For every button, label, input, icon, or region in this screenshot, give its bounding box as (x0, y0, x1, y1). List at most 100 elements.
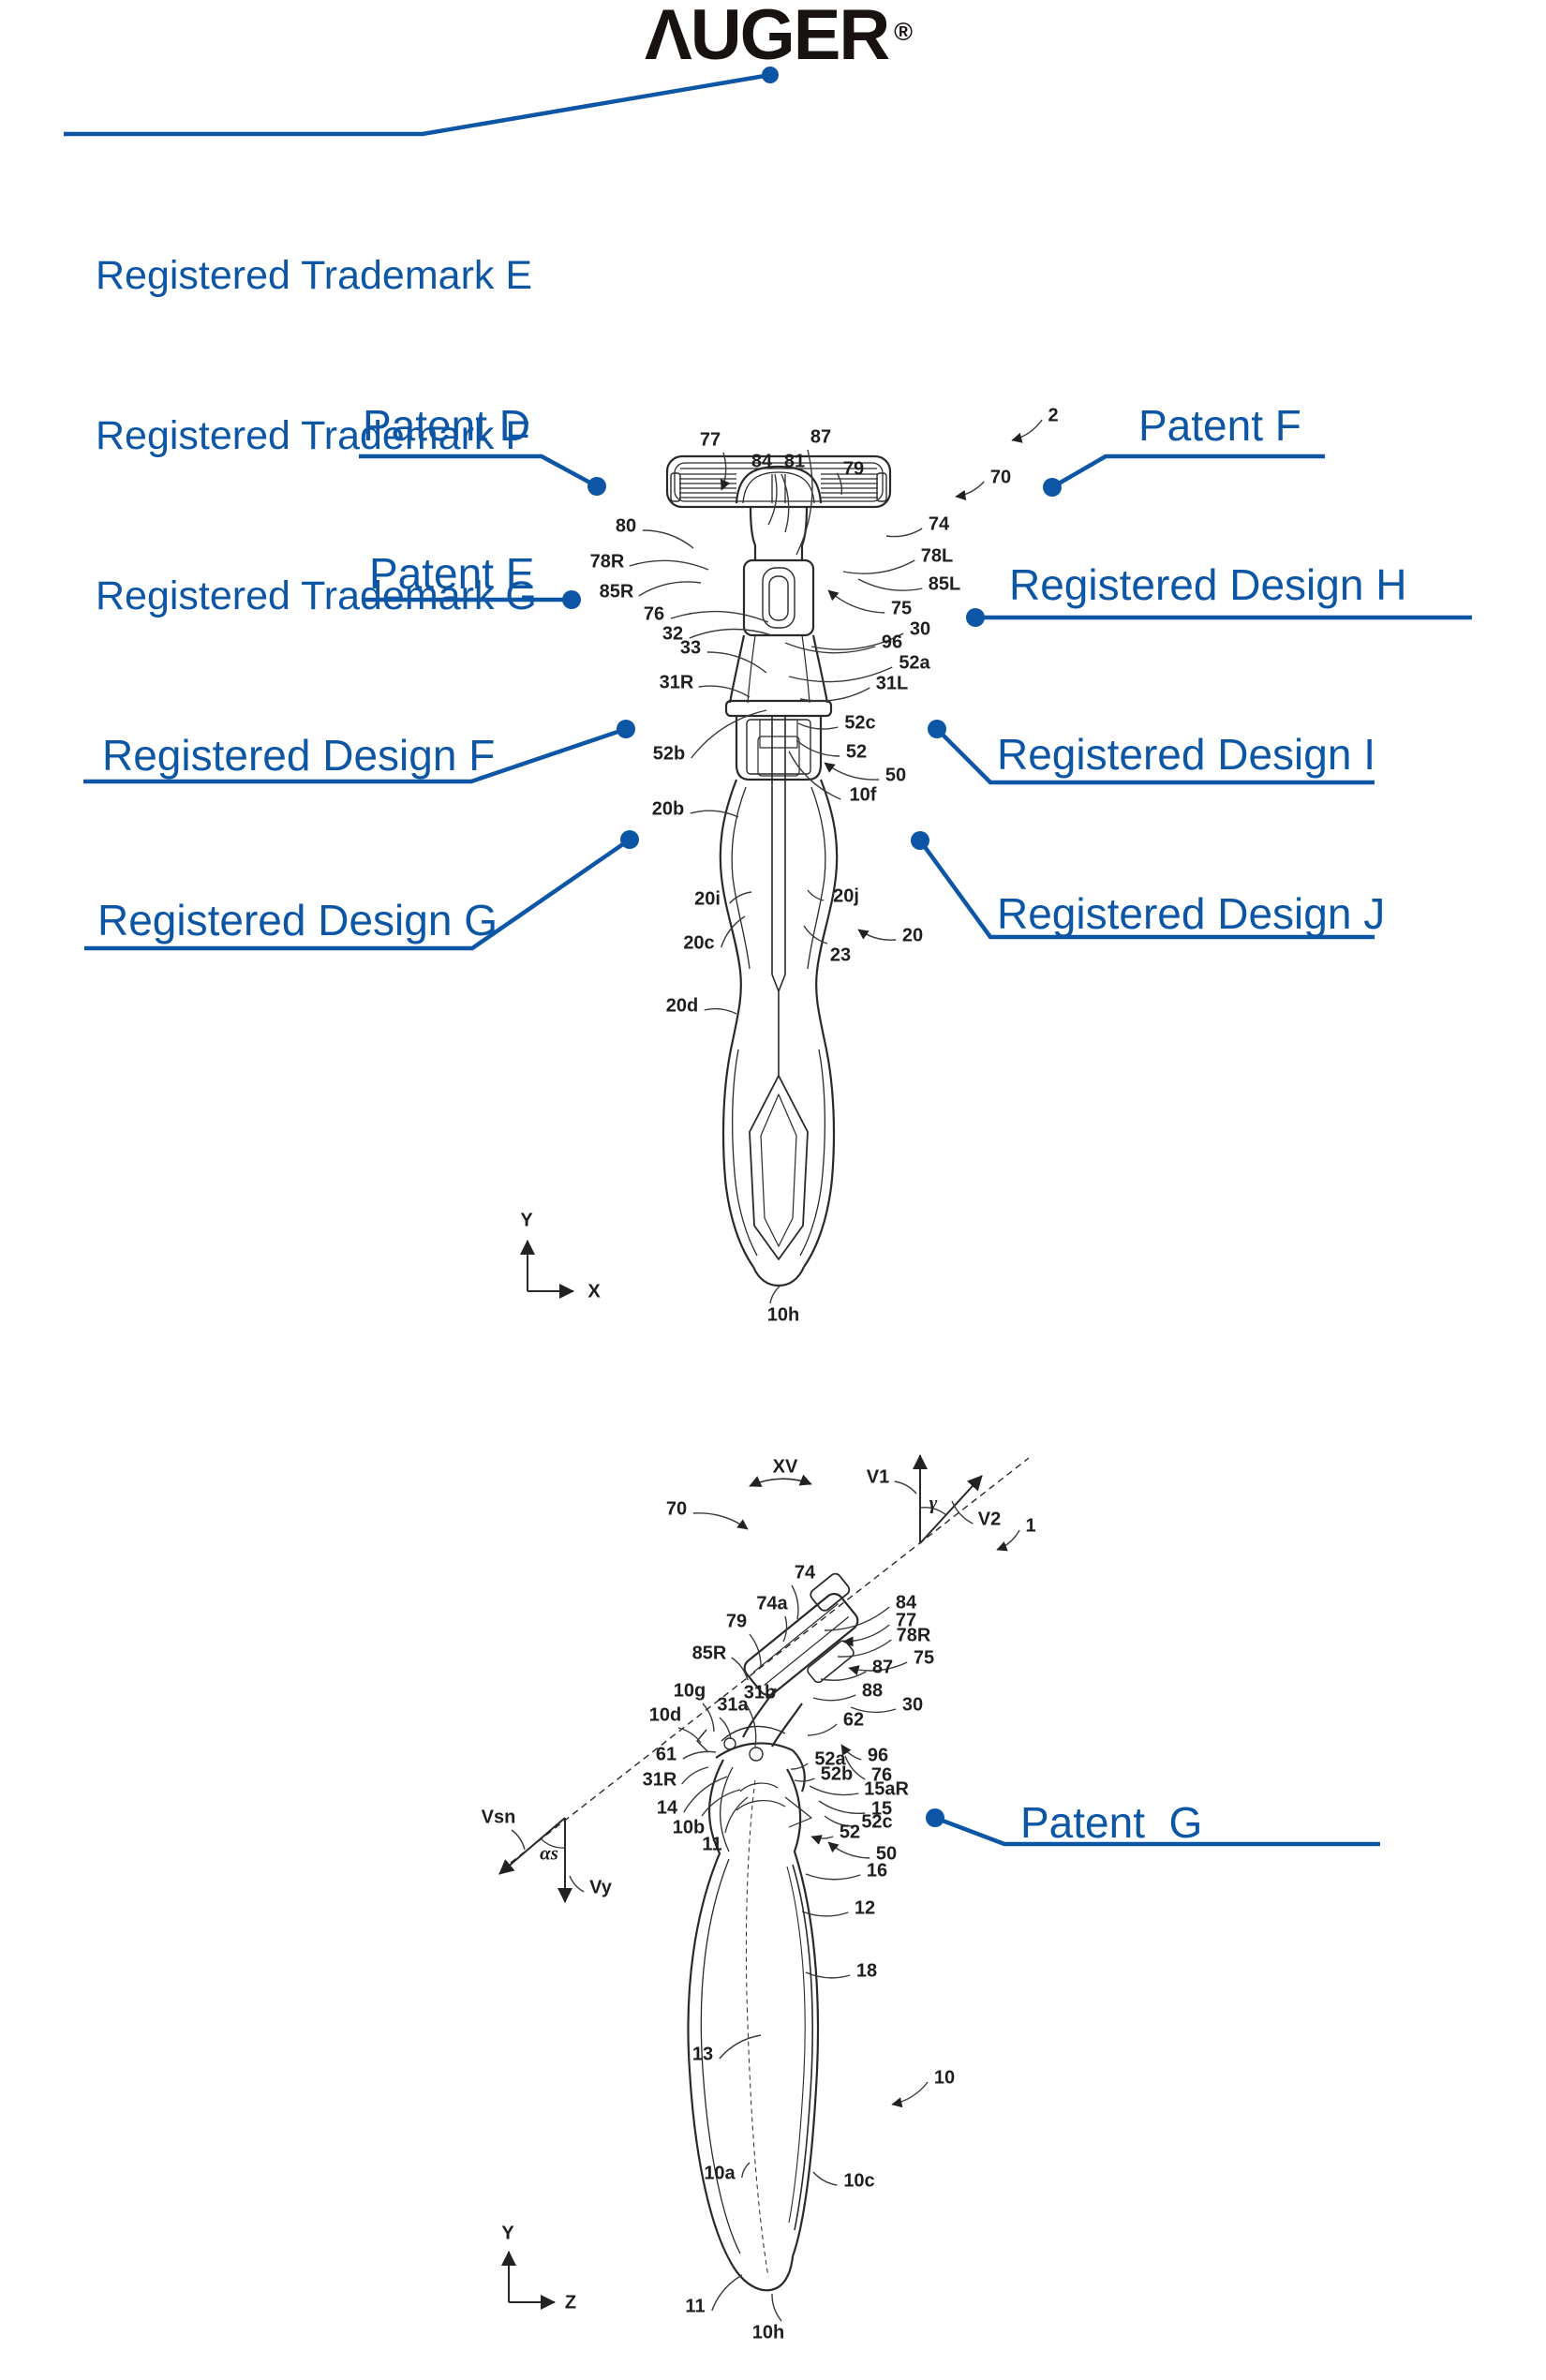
figure2-ref-70: 70 (665, 1498, 688, 1520)
figure1-ref-79: 79 (842, 458, 865, 480)
figure2-leader-52b (794, 1778, 815, 1782)
figure2-ref-77: 77 (895, 1610, 917, 1631)
figure2-leader-Vsn (511, 1829, 526, 1851)
callout-design-h: Registered Design H (1009, 560, 1407, 609)
figure1-ref-76: 76 (643, 603, 665, 625)
figure2-ref-96: 96 (867, 1745, 889, 1766)
figure1-ref-20b: 20b (651, 798, 685, 820)
figure1-ref-52c: 52c (844, 712, 876, 734)
figure1-leader-85L (857, 578, 923, 591)
figure1-ref-96: 96 (881, 632, 903, 653)
figure2-ref-31b: 31b (743, 1682, 777, 1703)
figure2-leader-11 (711, 2274, 743, 2312)
figure2-leader-88 (812, 1694, 856, 1702)
callout-trademark-e: Registered Trademark E (96, 253, 533, 298)
figure2-ref-52c: 52c (861, 1811, 893, 1833)
figure2-ref-76: 76 (870, 1764, 893, 1786)
figure1-leader-75 (827, 589, 885, 614)
figure1-ref-X: X (587, 1281, 601, 1302)
figure1-ref-10f: 10f (849, 784, 877, 806)
figure2-leader-14 (683, 1776, 728, 1813)
figure2-leader-16 (805, 1873, 861, 1881)
figure1-leader-74 (885, 528, 923, 538)
figure2-leader-78R (837, 1639, 892, 1658)
figure1-leader-80 (642, 529, 694, 549)
figure1-leader-50 (824, 762, 880, 781)
figure2-ref-Y: Y (501, 2223, 514, 2244)
figure1-leader-32 (689, 628, 773, 639)
figure2-ref-11: 11 (702, 1834, 722, 1855)
figure1-ref-31R: 31R (659, 672, 694, 693)
figure2-ref-74: 74 (794, 1562, 816, 1584)
figure2-leader-15 (818, 1800, 866, 1815)
figure2-ref-10h: 10h (751, 2322, 785, 2343)
figure2-leader-61 (682, 1750, 717, 1760)
figure2-leader-52a (790, 1763, 809, 1770)
figure1-ref-20j: 20j (833, 885, 859, 907)
figure1-leader-52 (795, 739, 840, 757)
figure2-ref-10d: 10d (648, 1704, 682, 1726)
figure2-ref-85R: 85R (691, 1643, 727, 1664)
figure2-leader-11 (724, 1796, 749, 1834)
figure2-ref-18: 18 (855, 1960, 878, 1982)
callout-design-j: Registered Design J (997, 889, 1386, 938)
figure2-ref-10c: 10c (843, 2170, 875, 2192)
callout-trademark-f: Registered Trademark F (96, 413, 530, 458)
figure2-ref-87: 87 (871, 1657, 894, 1678)
figure2-leader-10g (702, 1703, 715, 1733)
figure1-leader-20i (729, 891, 752, 904)
figure2-leader-84 (824, 1606, 890, 1631)
figure2-leader-76 (844, 1755, 866, 1780)
figure1-ref-81: 81 (783, 451, 806, 472)
callout-registered-trademarks: Registered Trademark E Registered Tradem… (96, 142, 537, 730)
figure2-leader-62 (807, 1723, 838, 1736)
figure2-ref-50: 50 (875, 1843, 898, 1865)
figure1-razor (520, 454, 892, 1299)
figure1-ref-10h: 10h (766, 1304, 800, 1326)
figure2-leader-30 (850, 1706, 897, 1714)
callout-patent-e: Patent E (369, 549, 535, 598)
brand-logo-text: ΛUGER (645, 0, 890, 75)
figure1-ref-70: 70 (989, 467, 1012, 488)
figure2-ref-10g: 10g (673, 1680, 706, 1702)
figure2-leader-1 (996, 1529, 1020, 1552)
figure1-ref-77: 77 (699, 429, 721, 451)
figure2-ref-61: 61 (655, 1744, 677, 1765)
figure2-leader-Vy (569, 1875, 585, 1893)
figure1-leader-52c (797, 722, 839, 730)
figure2-ref-V2: V2 (977, 1509, 1002, 1530)
figure2-ref-31R: 31R (642, 1769, 677, 1791)
figure1-leader-79 (836, 472, 843, 496)
figure1-ref-85R: 85R (599, 581, 634, 602)
figure2-leader-96 (840, 1744, 862, 1761)
figure2-ref-75: 75 (913, 1647, 935, 1669)
figure2-ref-74a: 74a (756, 1593, 788, 1614)
figure1-ref-20: 20 (901, 925, 924, 946)
figure2-ref-γ: γ (929, 1491, 938, 1514)
figure2-ref-11: 11 (685, 2296, 706, 2317)
callout-dots (562, 67, 1062, 1827)
figure1-ref-85L: 85L (928, 573, 961, 595)
figure2-leader-13 (719, 2034, 762, 2060)
figure2-leader-10d (677, 1727, 702, 1744)
figure2-razor (498, 1454, 1030, 2310)
figure2-leader-15aR (809, 1785, 859, 1796)
figure2-leader-52 (810, 1835, 834, 1845)
registered-mark-icon: ® (894, 18, 913, 46)
figure1-ref-20d: 20d (665, 995, 699, 1017)
figure2-leader-18 (805, 1971, 851, 1979)
figure2-leader-70 (692, 1512, 749, 1530)
figure1-leader-20b (690, 810, 739, 818)
figure2-leader-10c (812, 2171, 838, 2186)
figure1-ref-74: 74 (928, 513, 950, 535)
figure1-leader-78L (842, 559, 915, 574)
figure2-leader-12 (801, 1911, 849, 1917)
figure2-ref-15: 15 (870, 1798, 893, 1820)
figure2-leader-85R (731, 1657, 749, 1681)
figure1-leader-84 (767, 473, 778, 526)
brand-logo: ΛUGER ® (645, 0, 913, 71)
figure1-ref-23: 23 (829, 945, 852, 966)
figure1-ref-30: 30 (909, 618, 931, 640)
figure2-ref-13: 13 (691, 2044, 714, 2065)
figure1-leader-52a (788, 666, 893, 683)
